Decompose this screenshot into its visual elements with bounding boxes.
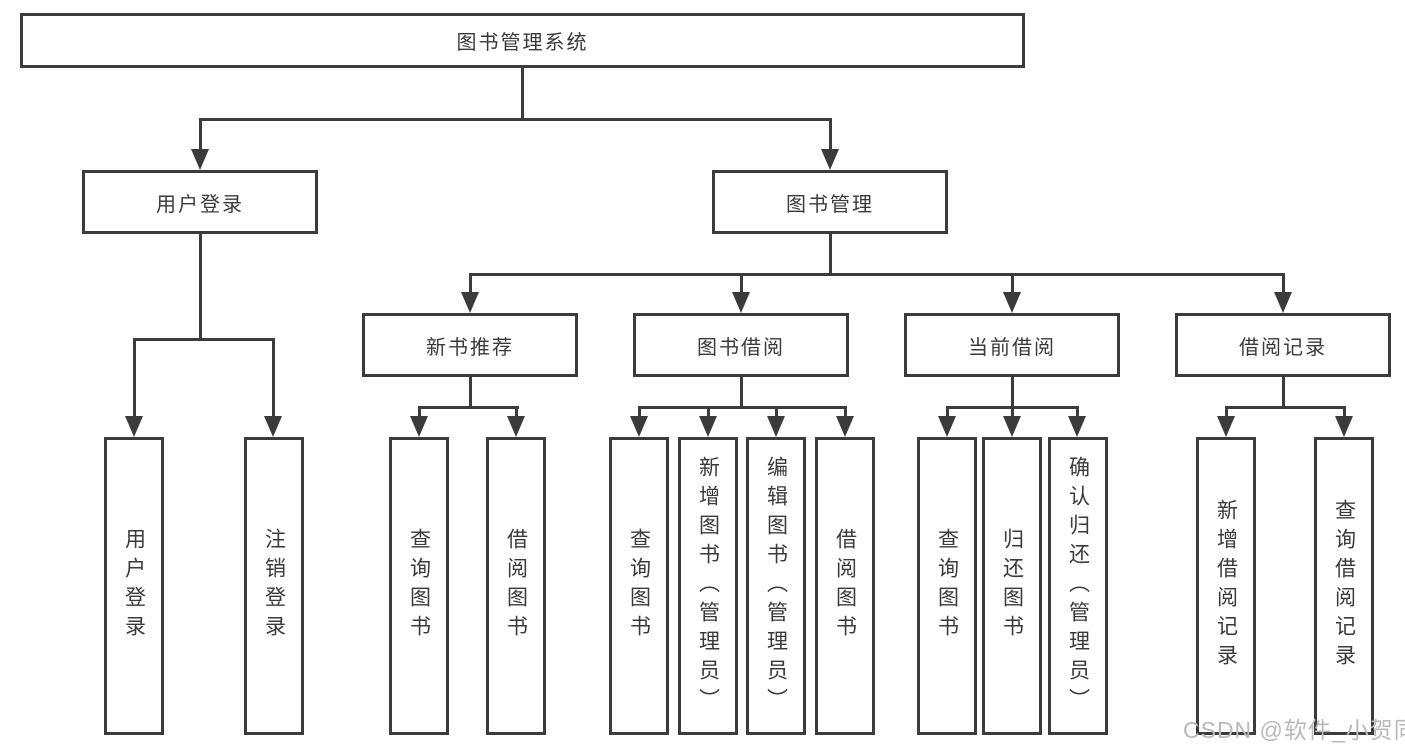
arrow-down-icon xyxy=(630,416,648,437)
connector-line xyxy=(272,338,275,418)
watermark-text: CSDN @软件_小贺同学 xyxy=(1183,717,1405,743)
connector-line xyxy=(515,406,518,418)
leaf-user-login: 用户登录 xyxy=(104,437,164,735)
arrow-down-icon xyxy=(1068,416,1086,437)
connector-line xyxy=(199,118,832,121)
connector-line xyxy=(829,118,832,152)
arrow-down-icon xyxy=(191,149,209,170)
connector-line xyxy=(1225,406,1228,418)
connector-line xyxy=(521,68,524,118)
leaf-edit-books-admin: 编辑图书（管理员） xyxy=(746,437,806,735)
leaf-query-books-borrowing: 查询图书 xyxy=(609,437,669,735)
connector-line xyxy=(133,338,136,418)
leaf-logout: 注销登录 xyxy=(244,437,304,735)
connector-line xyxy=(133,338,275,341)
arrow-down-icon xyxy=(836,416,854,437)
connector-line xyxy=(638,406,641,418)
connector-line xyxy=(740,273,743,295)
arrow-down-icon xyxy=(1003,416,1021,437)
connector-line xyxy=(638,406,846,409)
connector-line xyxy=(1076,406,1079,418)
arrow-down-icon xyxy=(938,416,956,437)
connector-line xyxy=(199,118,202,152)
leaf-return-books: 归还图书 xyxy=(982,437,1042,735)
arrow-down-icon xyxy=(461,292,479,313)
connector-line xyxy=(1225,406,1345,409)
connector-line xyxy=(1282,273,1285,295)
arrow-down-icon xyxy=(410,416,428,437)
leaf-add-books-admin: 新增图书（管理员） xyxy=(678,437,738,735)
connector-line xyxy=(829,234,832,273)
connector-line xyxy=(1011,377,1014,406)
connector-line xyxy=(469,273,472,295)
arrow-down-icon xyxy=(821,149,839,170)
connector-line xyxy=(469,273,1285,276)
leaf-confirm-return-admin: 确认归还（管理员） xyxy=(1048,437,1108,735)
leaf-borrow-books-recommend: 借阅图书 xyxy=(486,437,546,735)
node-book-management: 图书管理 xyxy=(712,170,948,234)
arrow-down-icon xyxy=(1335,416,1353,437)
connector-line xyxy=(707,406,710,418)
arrow-down-icon xyxy=(1217,416,1235,437)
node-book-borrowing: 图书借阅 xyxy=(633,313,849,377)
connector-line xyxy=(418,406,519,409)
node-user-login: 用户登录 xyxy=(82,170,318,234)
leaf-add-borrow-record: 新增借阅记录 xyxy=(1196,437,1256,735)
connector-line xyxy=(740,377,743,406)
arrow-down-icon xyxy=(732,292,750,313)
leaf-borrow-books-borrowing: 借阅图书 xyxy=(815,437,875,735)
node-current-borrowing: 当前借阅 xyxy=(904,313,1120,377)
arrow-down-icon xyxy=(767,416,785,437)
arrow-down-icon xyxy=(507,416,525,437)
arrow-down-icon xyxy=(1003,292,1021,313)
leaf-query-books-recommend: 查询图书 xyxy=(389,437,449,735)
connector-line xyxy=(1282,377,1285,406)
node-new-book-recommendation: 新书推荐 xyxy=(362,313,578,377)
connector-line xyxy=(1011,273,1014,295)
connector-line xyxy=(1011,406,1014,418)
connector-line xyxy=(418,406,421,418)
arrow-down-icon xyxy=(699,416,717,437)
connector-line xyxy=(946,406,949,418)
connector-line xyxy=(844,406,847,418)
leaf-query-books-current: 查询图书 xyxy=(917,437,977,735)
connector-line xyxy=(199,234,202,338)
connector-line xyxy=(1343,406,1346,418)
connector-line xyxy=(469,377,472,406)
arrow-down-icon xyxy=(1274,292,1292,313)
arrow-down-icon xyxy=(125,416,143,437)
connector-line xyxy=(775,406,778,418)
node-root: 图书管理系统 xyxy=(20,13,1025,68)
node-borrowing-records: 借阅记录 xyxy=(1175,313,1391,377)
arrow-down-icon xyxy=(264,416,282,437)
leaf-query-borrow-record: 查询借阅记录 xyxy=(1314,437,1374,735)
